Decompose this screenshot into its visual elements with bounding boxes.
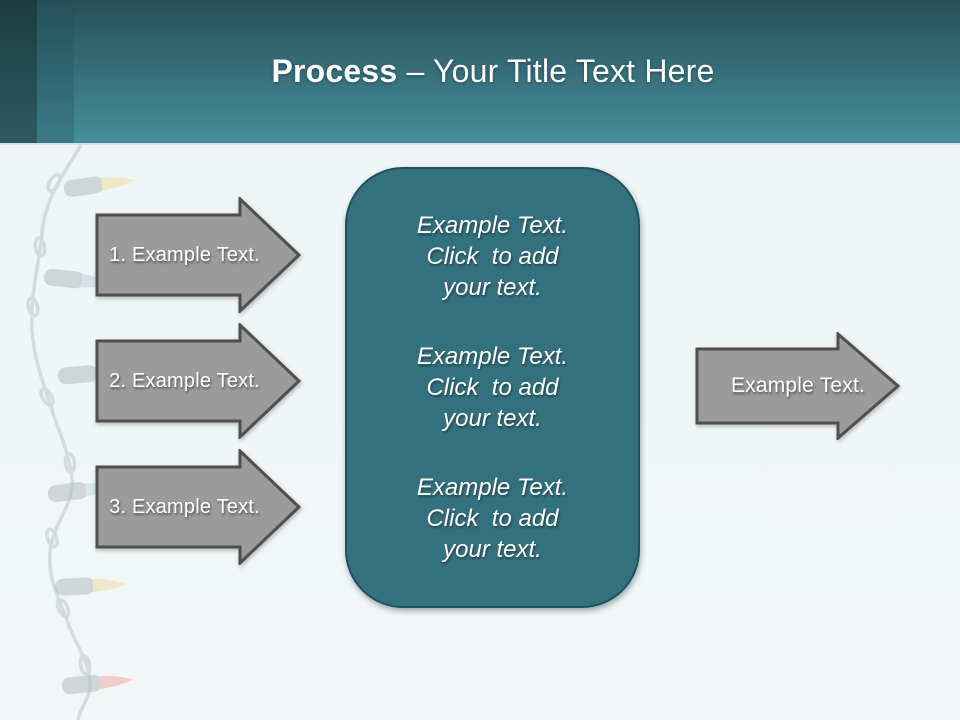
- step-arrow-1-label: 1. Example Text.: [109, 243, 260, 266]
- right-arrow-shape-icon: [95, 323, 302, 439]
- light-bulb-yellow-icon: [63, 176, 136, 197]
- step-arrow-1[interactable]: 1. Example Text.: [95, 197, 302, 313]
- title-banner: Process – Your Title Text Here: [0, 0, 960, 145]
- right-arrow-shape-icon: [95, 449, 302, 565]
- result-arrow[interactable]: Example Text.: [695, 332, 901, 440]
- right-arrow-shape-icon: [695, 332, 901, 440]
- center-text-box[interactable]: Example Text. Click to add your text. Ex…: [345, 167, 640, 608]
- step-arrow-2-label: 2. Example Text.: [109, 369, 260, 392]
- step-arrow-3[interactable]: 3. Example Text.: [95, 449, 302, 565]
- step-arrow-2[interactable]: 2. Example Text.: [95, 323, 302, 439]
- left-accent-band-medium: [37, 0, 74, 143]
- result-arrow-label: Example Text.: [730, 374, 866, 397]
- text-block-3: Example Text. Click to add your text.: [416, 474, 569, 563]
- text-block-2: Example Text. Click to add your text.: [416, 343, 569, 432]
- light-bulb-yellow-icon: [54, 577, 127, 596]
- left-accent-band-dark: [0, 0, 37, 143]
- slide-title-emphasis: Process: [271, 53, 398, 89]
- slide-title[interactable]: Process – Your Title Text Here: [0, 53, 960, 90]
- light-bulb-red-icon: [61, 674, 134, 695]
- text-block-1: Example Text. Click to add your text.: [416, 212, 569, 301]
- right-arrow-shape-icon: [95, 197, 302, 313]
- step-arrow-3-label: 3. Example Text.: [109, 495, 260, 518]
- slide-title-rest: – Your Title Text Here: [397, 53, 715, 89]
